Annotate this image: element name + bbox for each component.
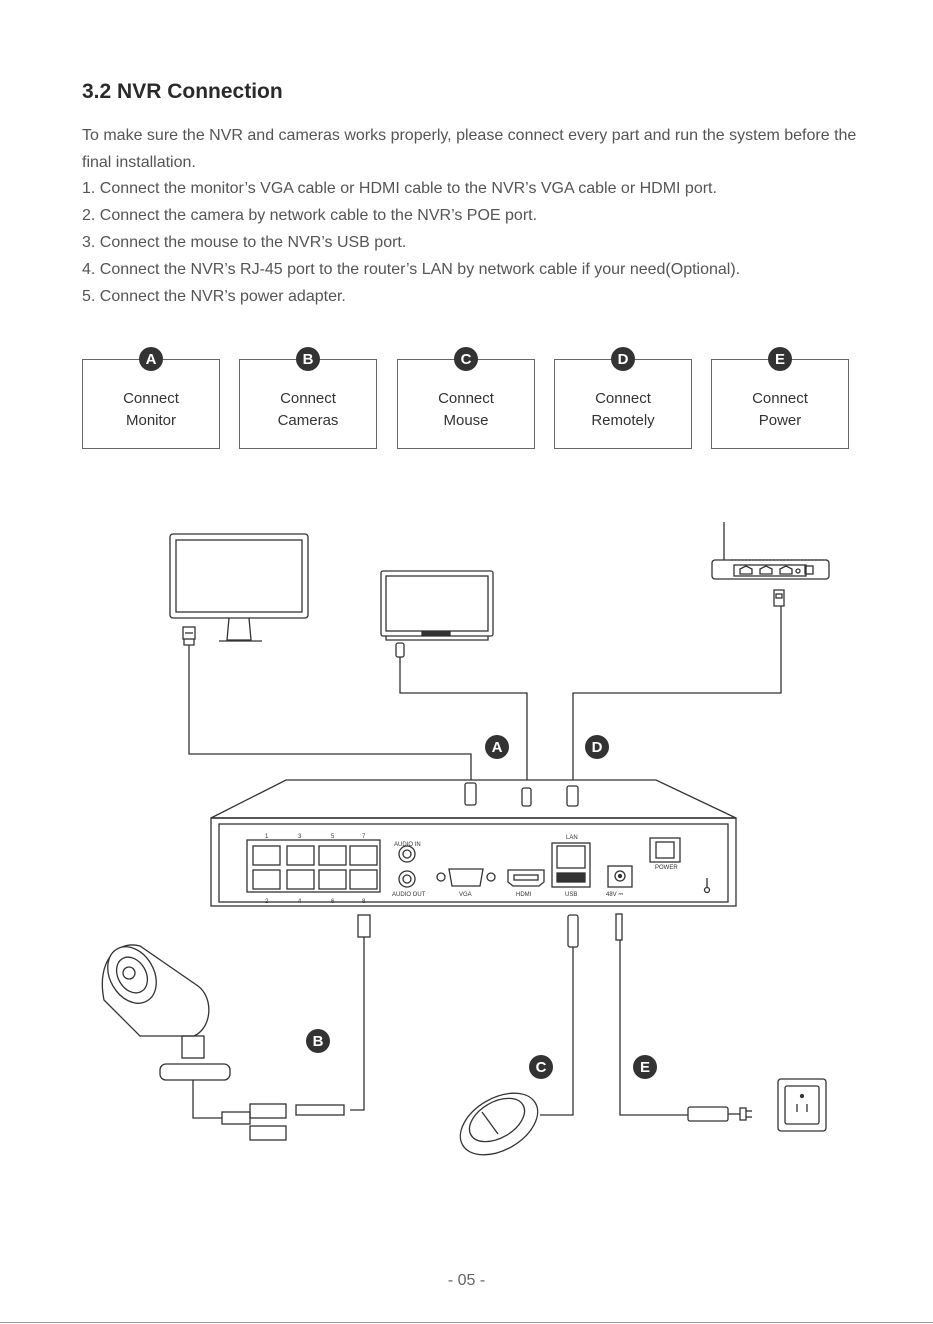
- camera-icon: [101, 944, 345, 1141]
- badge-c: C: [454, 347, 478, 371]
- monitor-icon: [169, 533, 309, 642]
- diagram-badge-e: E: [640, 1059, 650, 1076]
- badge-b: B: [296, 347, 320, 371]
- port-number: 6: [331, 899, 335, 905]
- card-label: Connect: [280, 390, 336, 407]
- power-adapter-icon: [687, 1106, 752, 1122]
- card-label: Connect: [438, 390, 494, 407]
- page-number: - 05 -: [447, 1272, 486, 1289]
- card-connect-mouse: Connect Mouse: [397, 359, 535, 449]
- card-label: Connect: [752, 390, 808, 407]
- step-list: 1. Connect the monitor’s VGA cable or HD…: [82, 175, 740, 310]
- connection-diagram: 1 3 5 7 2 4 6 8 AUDIO IN AUDIO OUT VGA H…: [101, 522, 830, 1156]
- tv-icon: [380, 570, 494, 641]
- step-item: 3. Connect the mouse to the NVR’s USB po…: [82, 234, 407, 251]
- usb-label: USB: [565, 892, 577, 898]
- port-number: 2: [265, 899, 269, 905]
- step-item: 2. Connect the camera by network cable t…: [82, 207, 538, 224]
- port-number: 5: [331, 834, 335, 840]
- card-connect-remotely: Connect Remotely: [554, 359, 692, 449]
- port-number: 8: [362, 899, 366, 905]
- nvr-device: [210, 779, 737, 907]
- diagram-badge-a: A: [492, 739, 503, 756]
- diagram-badge-c: C: [536, 1059, 547, 1076]
- port-number: 1: [265, 834, 269, 840]
- wall-outlet-icon: [777, 1078, 827, 1132]
- card-label: Mouse: [443, 412, 489, 429]
- router-icon: [711, 522, 830, 580]
- card-connect-monitor: Connect Monitor: [82, 359, 220, 449]
- diagram-badge-b: B: [313, 1033, 324, 1050]
- card-connect-power: Connect Power: [711, 359, 849, 449]
- bottom-divider: [0, 1322, 933, 1323]
- badge-a: A: [139, 347, 163, 371]
- power-input-label: 48V ⎓: [606, 892, 623, 898]
- port-number: 3: [298, 834, 302, 840]
- mouse-icon: [459, 1092, 539, 1156]
- vga-label: VGA: [459, 892, 472, 898]
- card-label: Connect: [595, 390, 651, 407]
- card-label: Power: [758, 412, 802, 429]
- badge-d: D: [611, 347, 635, 371]
- port-number: 4: [298, 899, 302, 905]
- power-switch-label: POWER: [655, 865, 678, 871]
- card-connect-cameras: Connect Cameras: [239, 359, 377, 449]
- audio-in-label: AUDIO IN: [394, 842, 421, 848]
- card-label: Monitor: [125, 412, 177, 429]
- port-number: 7: [362, 834, 366, 840]
- section-title: 3.2 NVR Connection: [82, 80, 283, 103]
- card-label: Remotely: [591, 412, 655, 429]
- diagram-badge-d: D: [592, 739, 603, 756]
- card-label: Cameras: [277, 412, 339, 429]
- step-item: 5. Connect the NVR’s power adapter.: [82, 288, 346, 305]
- hdmi-label: HDMI: [516, 892, 532, 898]
- lan-label: LAN: [566, 835, 578, 841]
- badge-e: E: [768, 347, 792, 371]
- intro-paragraph: To make sure the NVR and cameras works p…: [82, 127, 857, 171]
- step-item: 4. Connect the NVR’s RJ-45 port to the r…: [82, 261, 741, 278]
- audio-out-label: AUDIO OUT: [392, 892, 426, 898]
- card-label: Connect: [123, 390, 179, 407]
- step-item: 1. Connect the monitor’s VGA cable or HD…: [82, 180, 717, 197]
